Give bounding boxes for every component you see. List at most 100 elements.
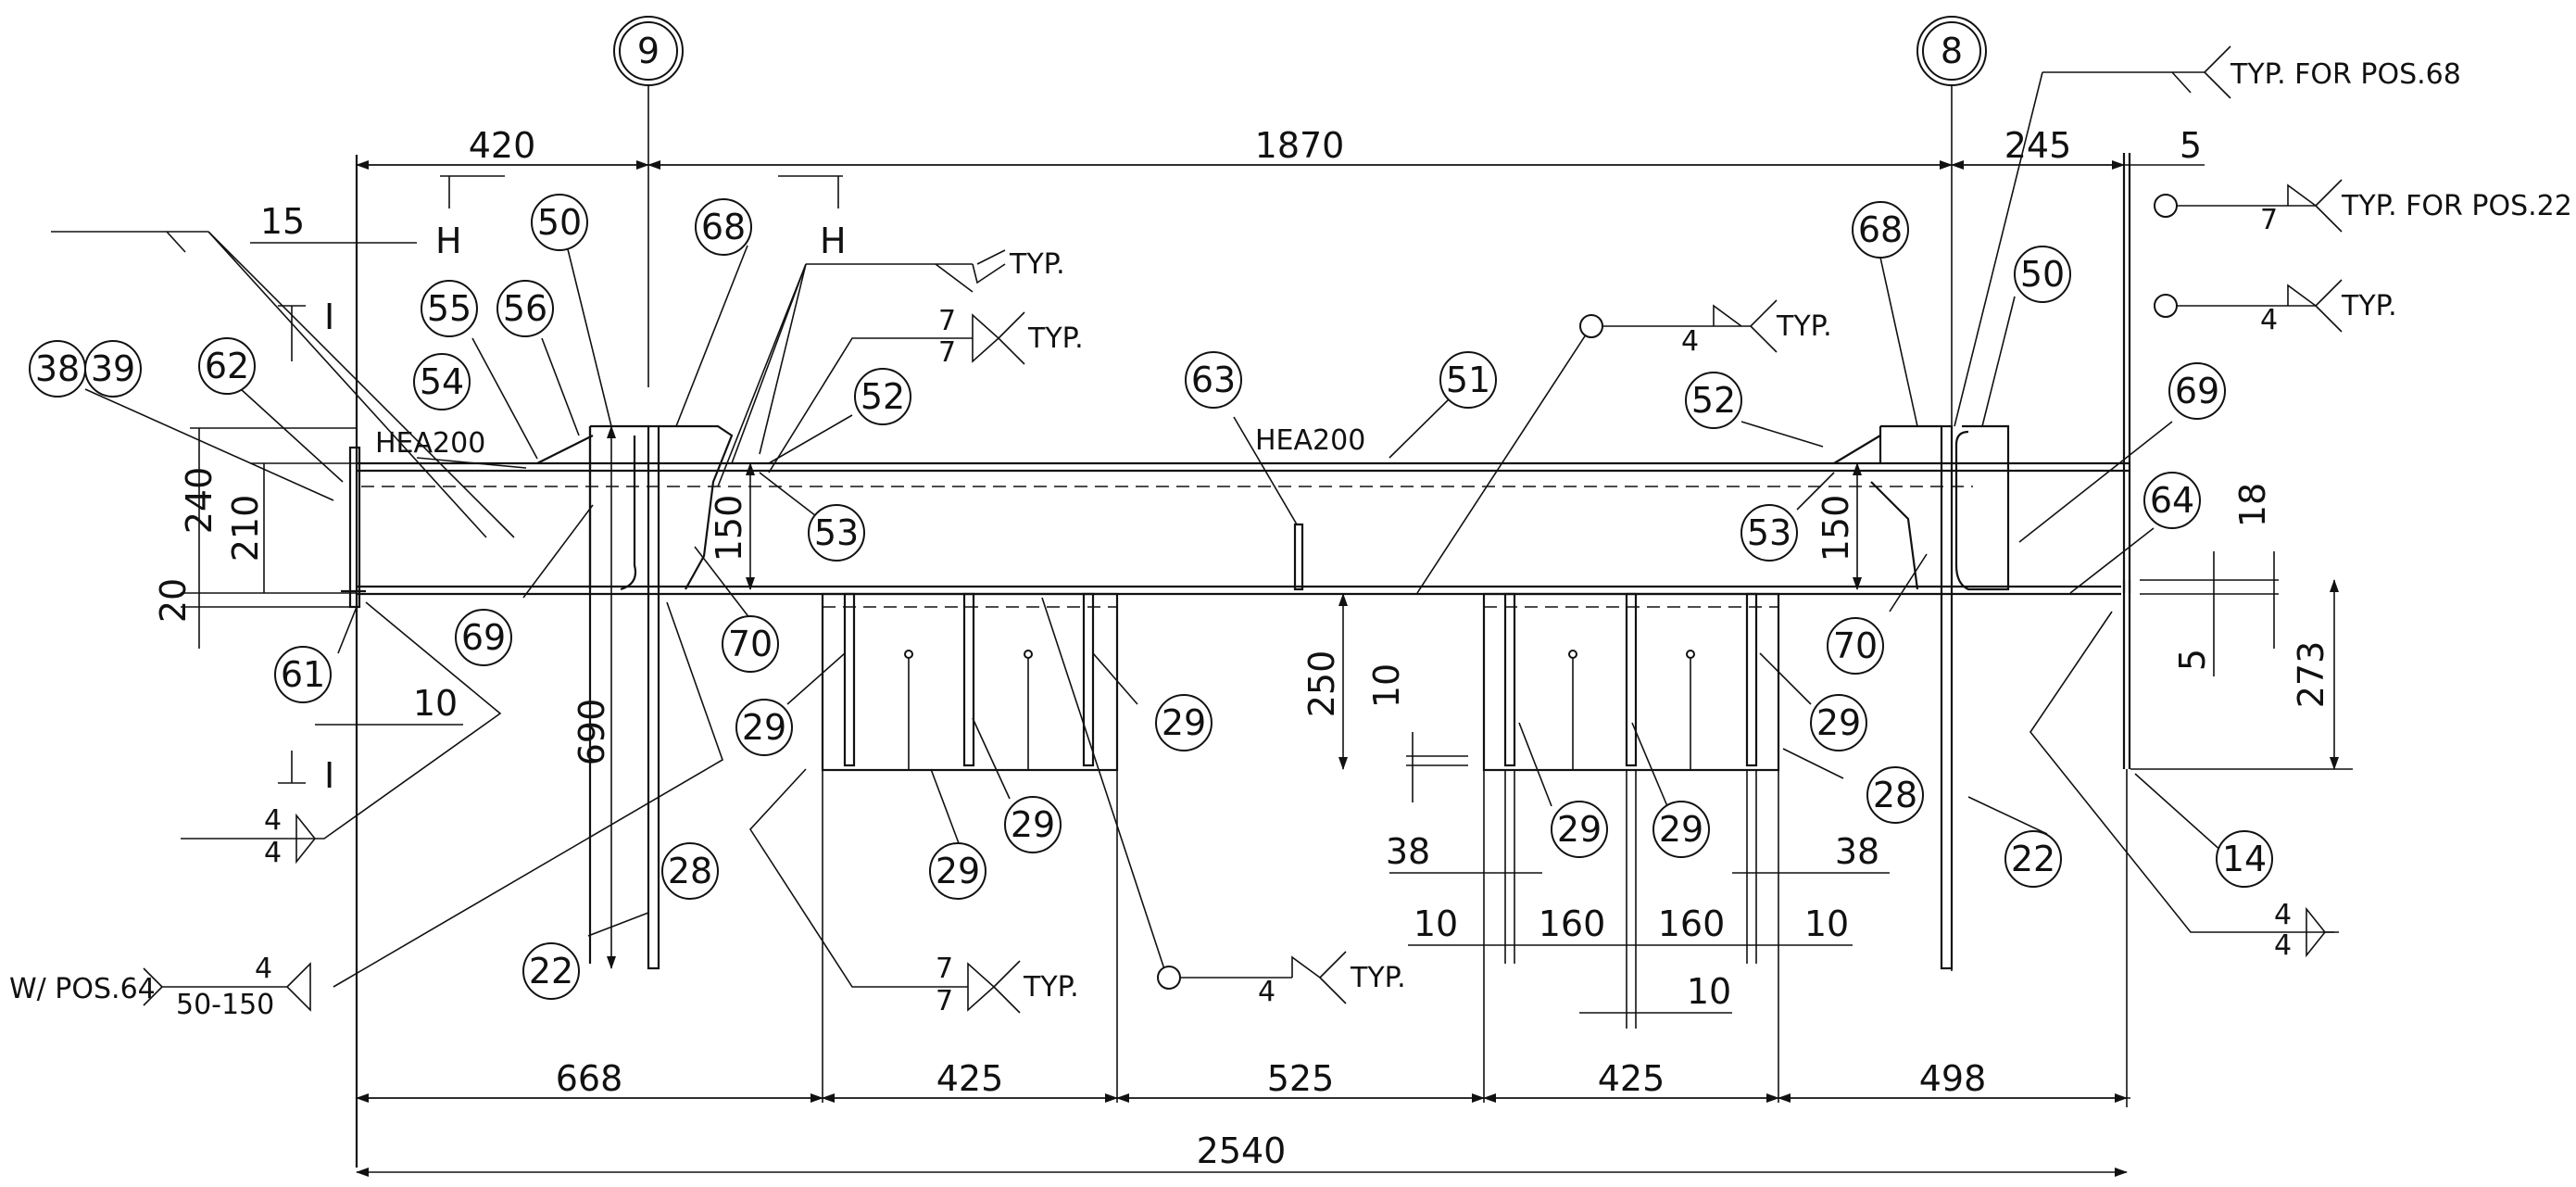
- balloon-50: 50: [2014, 246, 2071, 303]
- dim-10-mid: 10: [1366, 663, 1407, 708]
- balloon-label: 64: [2150, 480, 2194, 521]
- balloon-label: 68: [701, 207, 746, 247]
- balloon-label: 70: [1833, 625, 1878, 666]
- balloon-62: 62: [198, 337, 256, 395]
- balloon-label: 63: [1191, 360, 1236, 400]
- dim-150-right: 150: [1816, 495, 1856, 562]
- balloon-53: 53: [1740, 504, 1798, 562]
- dim-245: 245: [2004, 125, 2072, 166]
- balloon-label: 22: [529, 951, 573, 991]
- balloon-label: 50: [537, 202, 582, 243]
- balloon-label: 39: [91, 348, 135, 389]
- structure: [341, 153, 2131, 1168]
- dim-150-left: 150: [709, 495, 749, 562]
- balloon-label: 29: [742, 707, 786, 748]
- grid-head-8: 8: [1916, 16, 1987, 86]
- balloon-label: 29: [1011, 804, 1055, 845]
- balloon-69: 69: [2168, 362, 2226, 420]
- weld-with-pos64: W/ POS.64: [9, 973, 156, 1005]
- weld-symbols: TYP. FOR POS.68 7 TYP. FOR POS.22 4 TYP.…: [9, 45, 2572, 1021]
- balloon-label: 61: [281, 654, 325, 695]
- balloon-label: 29: [1816, 702, 1861, 743]
- balloon-label: 38: [35, 348, 80, 389]
- balloon-28: 28: [1866, 766, 1924, 824]
- balloon-50: 50: [531, 194, 588, 251]
- dim-15: 15: [260, 201, 305, 242]
- balloon-label: 52: [1691, 380, 1736, 421]
- weld-typ-pos22: TYP. FOR POS.22: [2341, 190, 2572, 222]
- balloon-label: 14: [2222, 839, 2267, 879]
- section-marks: H H I I HEA200 HEA200: [278, 175, 1365, 796]
- dim-38-right: 38: [1835, 831, 1879, 872]
- balloon-70: 70: [1827, 617, 1884, 675]
- weld-size-7-b: 7: [938, 336, 956, 369]
- grid-axes: 9 8: [613, 16, 1987, 971]
- dim-5-right: 5: [2172, 649, 2213, 671]
- weld-typ-mid: TYP.: [1776, 310, 1832, 343]
- weld-size-4-right-a: 4: [2274, 899, 2292, 931]
- balloon-28: 28: [661, 842, 719, 900]
- balloon-label: 29: [1659, 809, 1703, 850]
- dim-10-left: 10: [413, 683, 458, 724]
- balloon-label: 69: [461, 617, 506, 658]
- weld-size-4-mid: 4: [1681, 325, 1699, 358]
- balloon-63: 63: [1185, 351, 1242, 409]
- balloon-label: 29: [1162, 702, 1206, 743]
- dim-10-low: 10: [1687, 971, 1731, 1012]
- balloon-29: 29: [735, 699, 793, 756]
- dim-425-b: 425: [1598, 1058, 1665, 1099]
- balloon-label: 50: [2020, 254, 2065, 295]
- grid-label-9: 9: [637, 31, 660, 71]
- grid-head-9: 9: [613, 16, 684, 86]
- balloon-39: 39: [84, 340, 142, 398]
- dim-160-b: 160: [1658, 903, 1726, 944]
- balloon-29: 29: [1652, 801, 1710, 858]
- weld-length-50-150: 50-150: [176, 989, 274, 1021]
- dim-250: 250: [1301, 650, 1342, 718]
- balloon-label: 29: [936, 851, 980, 891]
- section-mark-i-top: I: [324, 297, 334, 337]
- balloon-69: 69: [455, 609, 512, 666]
- balloon-22: 22: [2004, 830, 2062, 888]
- grid-label-8: 8: [1941, 31, 1963, 71]
- weld-typ-top-left: TYP.: [1009, 248, 1065, 281]
- weld-size-7-d: 7: [936, 985, 953, 1017]
- weld-size-7-a: 7: [938, 305, 956, 337]
- dim-10-a: 10: [1414, 903, 1458, 944]
- balloon-56: 56: [496, 280, 554, 337]
- weld-typ-web: TYP.: [1350, 962, 1406, 994]
- balloon-68: 68: [1852, 201, 1909, 259]
- balloon-29: 29: [1155, 694, 1213, 751]
- weld-size-4-left-b: 4: [264, 837, 282, 869]
- balloon-label: 68: [1858, 209, 1903, 250]
- dim-690: 690: [572, 699, 612, 766]
- balloon-51: 51: [1439, 351, 1497, 409]
- dim-273: 273: [2291, 641, 2331, 709]
- section-mark-h-left: H: [435, 221, 462, 261]
- balloon-29: 29: [1810, 694, 1867, 751]
- balloon-70: 70: [722, 615, 779, 673]
- leaders: [51, 71, 2334, 990]
- balloon-label: 52: [861, 376, 905, 417]
- weld-size-7-pos22: 7: [2260, 204, 2278, 236]
- weld-size-7-c: 7: [936, 953, 953, 985]
- balloon-38: 38: [29, 340, 86, 398]
- dim-240: 240: [179, 467, 220, 535]
- dim-5-top: 5: [2180, 125, 2202, 166]
- dimensions: 420 1870 245 5 15 240 210 20 10 690 150 …: [153, 125, 2353, 1177]
- balloon-29: 29: [929, 842, 986, 900]
- dim-2540: 2540: [1197, 1130, 1287, 1171]
- balloon-label: 28: [1873, 775, 1917, 815]
- section-mark-i-bottom: I: [324, 755, 334, 796]
- weld-size-4-pos64: 4: [255, 953, 272, 985]
- dim-210: 210: [225, 495, 266, 562]
- balloon-label: 28: [668, 851, 712, 891]
- weld-size-4-right: 4: [2260, 304, 2278, 336]
- balloon-label: 70: [728, 624, 773, 664]
- dim-38-left: 38: [1386, 831, 1430, 872]
- dim-425-a: 425: [936, 1058, 1004, 1099]
- weld-size-4-right-b: 4: [2274, 929, 2292, 962]
